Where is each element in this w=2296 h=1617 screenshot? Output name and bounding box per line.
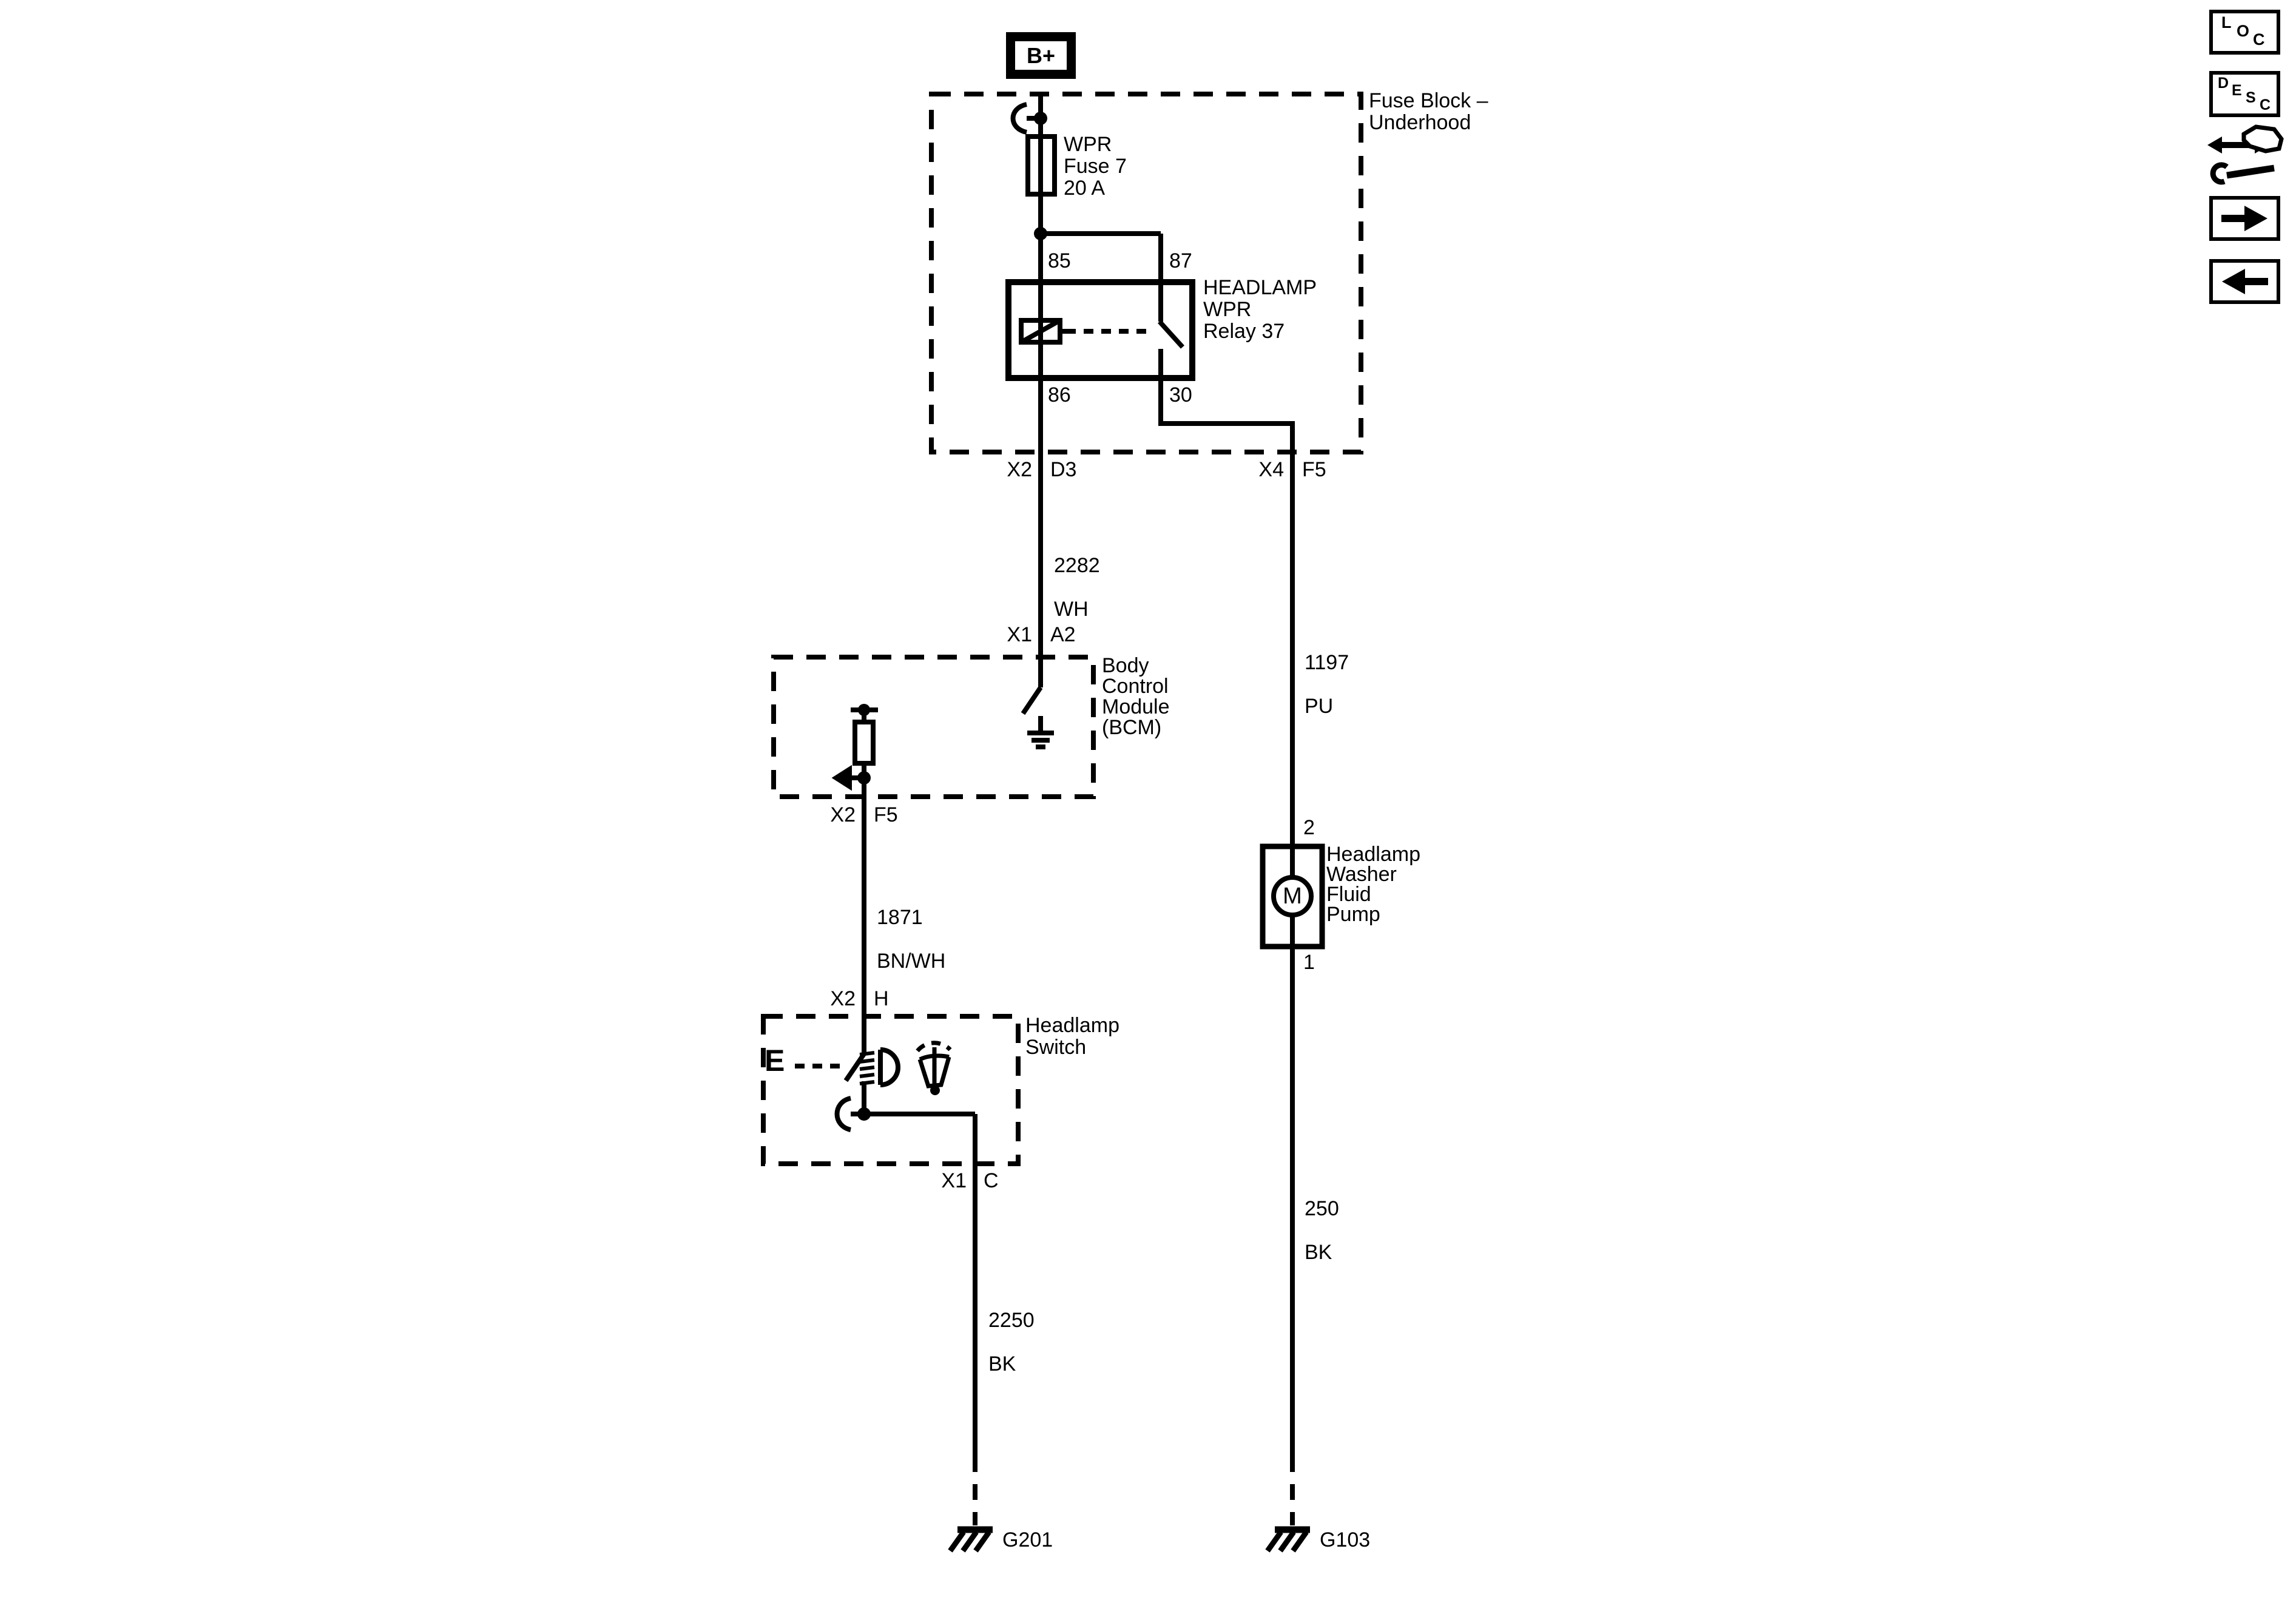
arrow-left-icon (2222, 269, 2268, 294)
relay-coil-icon (1019, 318, 1066, 345)
wire-color: BN/WH (877, 950, 946, 973)
wire-circuit: 1197 (1305, 651, 1349, 674)
relay-switch-icon (1158, 320, 1184, 349)
b-plus-label: B+ (1026, 42, 1056, 68)
connector-x1-c-pin: C (984, 1169, 999, 1192)
vehicle-tools-icon[interactable] (2206, 124, 2285, 185)
desc-letter: E (2232, 82, 2242, 99)
wire-label-2250-bk: 2250 BK (988, 1288, 1035, 1397)
wire-color: BK (988, 1352, 1016, 1376)
wire-circuit: 1871 (877, 906, 923, 929)
wire-label-250-bk: 250 BK (1305, 1176, 1339, 1285)
pump-outline (1260, 843, 1325, 950)
pump-pin-2: 2 (1303, 816, 1315, 839)
connector-x4-f5-pin: F5 (1302, 458, 1326, 481)
headlamp-beam-icon (859, 1047, 900, 1087)
connector-x2-h-pin: H (874, 987, 889, 1010)
loc-letter: L (2221, 13, 2232, 32)
desc-letter: S (2246, 89, 2256, 106)
fuse-block-title: Fuse Block – Underhood (1369, 89, 1488, 134)
relay-pin-86: 86 (1048, 383, 1071, 407)
wire-branch-87 (1041, 231, 1163, 322)
wire-color: BK (1305, 1241, 1332, 1264)
connector-x1-a2-pin: A2 (1050, 623, 1076, 646)
switch-blade-icon (843, 1052, 866, 1082)
bcm-box (771, 655, 1096, 799)
wire-circuit: 2250 (988, 1309, 1035, 1332)
connector-x2-f5-conn: X2 (830, 803, 856, 826)
back-button[interactable] (2209, 259, 2280, 304)
ground-icon-g103 (1265, 1526, 1310, 1553)
arrow-right-icon (2221, 206, 2267, 231)
loc-button[interactable]: L O C (2209, 10, 2280, 55)
desc-letter: C (2260, 96, 2271, 113)
ground-icon-g201 (948, 1526, 993, 1553)
wire-switch-to-ground (862, 1016, 977, 1456)
pump-pin-1: 1 (1303, 951, 1315, 974)
connector-x1-c-conn: X1 (941, 1169, 967, 1192)
fuse-icon (1025, 134, 1057, 197)
exterior-lamps-e-symbol: E (765, 1044, 785, 1078)
wire-label-1871-bnwh: 1871 BN/WH (877, 885, 945, 994)
forward-button[interactable] (2209, 196, 2280, 241)
b-plus-terminal: B+ (1006, 32, 1076, 79)
wire-color: PU (1305, 695, 1334, 718)
bcm-label: Body Control Module (BCM) (1102, 654, 1170, 739)
relay-label: HEADLAMP WPR Relay 37 (1203, 276, 1317, 343)
headlamp-switch-label: Headlamp Switch (1025, 1014, 1119, 1059)
relay-outline (1005, 279, 1195, 381)
wire-label-2282-wh: 2282 WH (1054, 533, 1100, 642)
wire-label-1197-pu: 1197 PU (1305, 630, 1349, 739)
loc-letter: C (2253, 30, 2265, 49)
loc-letter: O (2237, 22, 2250, 40)
bcm-driver-icon (831, 707, 878, 791)
headlamp-switch-box (761, 1014, 1021, 1166)
fuse-block-box (929, 92, 1363, 454)
wire-circuit: 2282 (1054, 554, 1100, 577)
connector-x2-f5-pin: F5 (874, 803, 898, 826)
bcm-switch-icon (1021, 686, 1043, 715)
junction-dots (857, 112, 1047, 1121)
connector-x1-a2-conn: X1 (1007, 623, 1032, 646)
connector-x2-h-conn: X2 (830, 987, 856, 1010)
motor-label: M (1283, 883, 1302, 909)
bcm-ground-icon (1027, 716, 1054, 749)
pump-label: Headlamp Washer Fluid Pump (1326, 843, 1420, 926)
wire-circuit: 250 (1305, 1197, 1339, 1220)
desc-button[interactable]: D E S C (2209, 71, 2280, 117)
ground-label-g201: G201 (1002, 1528, 1053, 1551)
fuse-label: WPR Fuse 7 20 A (1064, 133, 1127, 200)
connector-x2-d3-pin: D3 (1050, 458, 1077, 481)
ground-label-g103: G103 (1320, 1528, 1371, 1551)
motor-icon: M (1271, 875, 1314, 917)
connector-x2-d3-conn: X2 (1007, 458, 1032, 481)
relay-pin-87: 87 (1169, 249, 1192, 272)
connector-x4-f5-conn: X4 (1258, 458, 1284, 481)
wire-color: WH (1054, 598, 1089, 621)
relay-pin-30: 30 (1169, 383, 1192, 407)
wire-30-to-pump (1158, 349, 1295, 877)
washer-spray-icon (916, 1041, 952, 1095)
relay-pin-85: 85 (1048, 249, 1071, 272)
desc-letter: D (2218, 75, 2229, 92)
